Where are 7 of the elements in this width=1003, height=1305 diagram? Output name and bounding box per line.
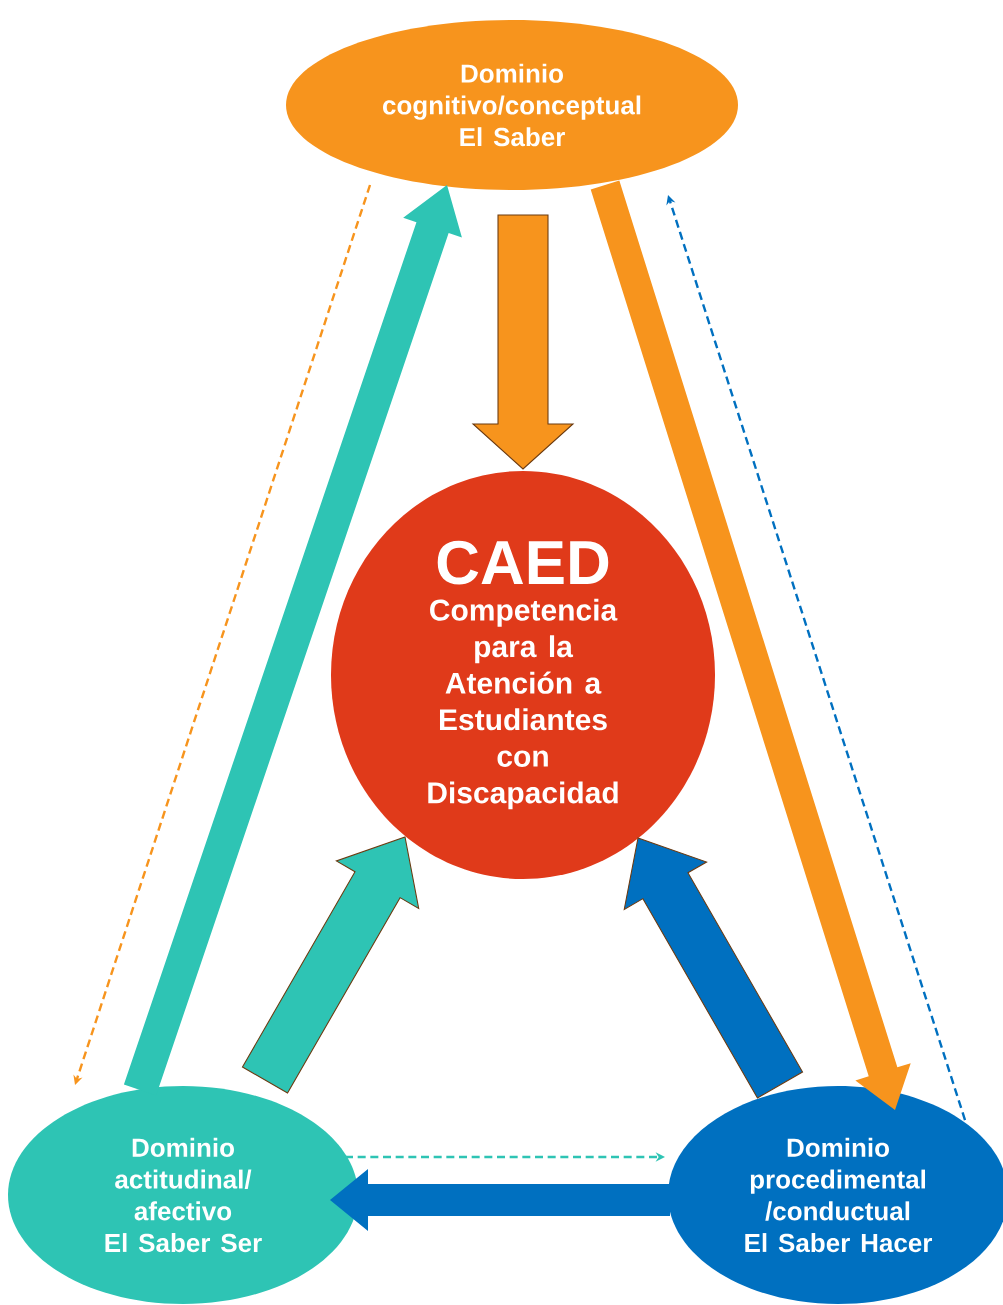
dashed-arrow bbox=[666, 195, 967, 1121]
block-arrow bbox=[330, 1169, 670, 1231]
block-arrow bbox=[241, 836, 420, 1094]
block-arrow bbox=[471, 214, 575, 470]
block-arrow bbox=[623, 837, 804, 1099]
dashed-arrow bbox=[73, 184, 372, 1085]
block-arrow bbox=[590, 180, 911, 1110]
